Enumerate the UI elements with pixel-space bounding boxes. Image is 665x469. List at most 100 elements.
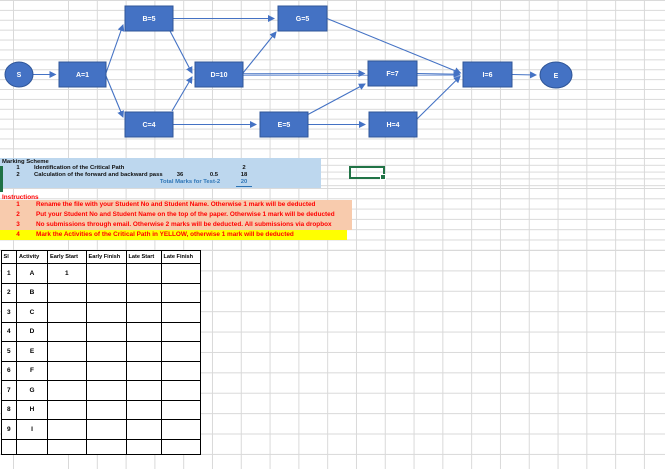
table-cell[interactable] [16, 438, 48, 455]
edge-a-b [105, 24, 125, 74]
node-end[interactable]: E [539, 61, 573, 89]
instruction-2-no: 2 [16, 211, 20, 218]
table-cell[interactable] [125, 399, 162, 420]
table-cell[interactable]: 1 [0, 263, 17, 284]
marking-row-2-value1: 36 [176, 172, 184, 178]
marking-total-value: 20 [236, 179, 252, 187]
table-cell[interactable]: 1 [47, 263, 87, 284]
node-h[interactable]: H=4 [368, 111, 418, 138]
table-cell[interactable] [47, 341, 87, 362]
table-cell[interactable] [0, 438, 17, 455]
node-g[interactable]: G=5 [277, 5, 328, 32]
table-cell[interactable] [85, 438, 127, 455]
table-cell[interactable]: E [16, 341, 48, 362]
table-cell[interactable] [160, 360, 201, 381]
table-cell[interactable] [160, 341, 201, 362]
table-cell[interactable]: 2 [0, 282, 17, 303]
marking-row-2-text: Calculation of the forward and backward … [34, 172, 163, 178]
node-f[interactable]: F=7 [367, 60, 418, 87]
table-cell[interactable] [47, 438, 87, 455]
table-cell[interactable] [47, 302, 87, 323]
table-cell[interactable]: 4 [0, 321, 17, 342]
table-cell[interactable]: B [16, 282, 48, 303]
highlight-instruction-background [0, 230, 347, 240]
node-d[interactable]: D=10 [194, 61, 244, 88]
table-cell[interactable] [85, 263, 127, 284]
table-cell[interactable] [85, 302, 127, 323]
table-cell[interactable] [160, 321, 201, 342]
node-a-label: A=1 [76, 72, 89, 79]
table-cell[interactable] [125, 360, 162, 381]
table-cell[interactable]: C [16, 302, 48, 323]
table-cell[interactable] [47, 419, 87, 440]
table-cell[interactable] [85, 360, 127, 381]
table-cell[interactable] [160, 380, 201, 401]
node-b[interactable]: B=5 [124, 5, 174, 32]
table-cell[interactable] [85, 282, 127, 303]
marking-row-2-marks: 18 [240, 172, 248, 178]
table-cell[interactable]: 9 [0, 419, 17, 440]
col-header-sl[interactable]: Sl [0, 250, 17, 264]
diagram-nodes: S A=1 B=5 C=4 D=10 G=5 E=5 F=7 [4, 5, 573, 138]
table-cell[interactable] [47, 360, 87, 381]
table-cell[interactable] [125, 302, 162, 323]
table-cell[interactable]: I [16, 419, 48, 440]
table-cell[interactable]: H [16, 399, 48, 420]
table-cell[interactable]: F [16, 360, 48, 381]
table-cell[interactable] [85, 419, 127, 440]
table-cell[interactable]: A [16, 263, 48, 284]
table-cell[interactable] [125, 321, 162, 342]
node-f-label: F=7 [386, 71, 398, 78]
table-cell[interactable] [125, 380, 162, 401]
node-c-label: C=4 [142, 122, 155, 129]
table-cell[interactable] [47, 282, 87, 303]
instruction-1-no: 1 [16, 201, 20, 208]
table-cell[interactable] [47, 399, 87, 420]
edge-c-d [171, 76, 193, 112]
table-cell[interactable] [125, 341, 162, 362]
table-cell[interactable] [125, 282, 162, 303]
table-cell[interactable]: 6 [0, 360, 17, 381]
node-start[interactable]: S [4, 61, 34, 88]
table-cell[interactable] [125, 438, 162, 455]
table-cell[interactable] [160, 263, 201, 284]
table-cell[interactable] [125, 419, 162, 440]
instruction-3-text: No submissions through email. Otherwise … [36, 221, 332, 228]
table-cell[interactable]: 3 [0, 302, 17, 323]
node-e[interactable]: E=5 [259, 111, 309, 138]
col-header-late-finish[interactable]: Late Finish [160, 250, 201, 264]
marking-scheme-title: Marking Scheme [2, 158, 49, 165]
col-header-activity[interactable]: Activity [16, 250, 48, 264]
instruction-4-text: Mark the Activities of the Critical Path… [36, 231, 294, 238]
table-cell[interactable]: 5 [0, 341, 17, 362]
col-header-early-start[interactable]: Early Start [47, 250, 87, 264]
table-cell[interactable] [125, 263, 162, 284]
edge-d-g [242, 31, 277, 74]
fill-handle[interactable] [380, 174, 386, 180]
node-i[interactable]: I=6 [462, 61, 513, 88]
table-cell[interactable]: G [16, 380, 48, 401]
table-cell[interactable] [160, 399, 201, 420]
table-cell[interactable] [47, 321, 87, 342]
col-header-early-finish[interactable]: Early Finish [85, 250, 127, 264]
table-cell[interactable]: 7 [0, 380, 17, 401]
table-cell[interactable] [85, 399, 127, 420]
node-c[interactable]: C=4 [124, 111, 174, 138]
table-cell[interactable] [160, 419, 201, 440]
table-cell[interactable]: D [16, 321, 48, 342]
table-cell[interactable] [85, 341, 127, 362]
diagram-edges [33, 15, 537, 128]
active-cell-selection[interactable] [349, 166, 386, 180]
table-cell[interactable] [160, 302, 201, 323]
table-cell[interactable] [85, 321, 127, 342]
table-cell[interactable] [160, 282, 201, 303]
table-cell[interactable] [85, 380, 127, 401]
table-cell[interactable] [160, 438, 201, 455]
table-cell[interactable] [47, 380, 87, 401]
table-cell[interactable]: 8 [0, 399, 17, 420]
col-header-late-start[interactable]: Late Start [125, 250, 162, 264]
node-a[interactable]: A=1 [58, 61, 107, 88]
